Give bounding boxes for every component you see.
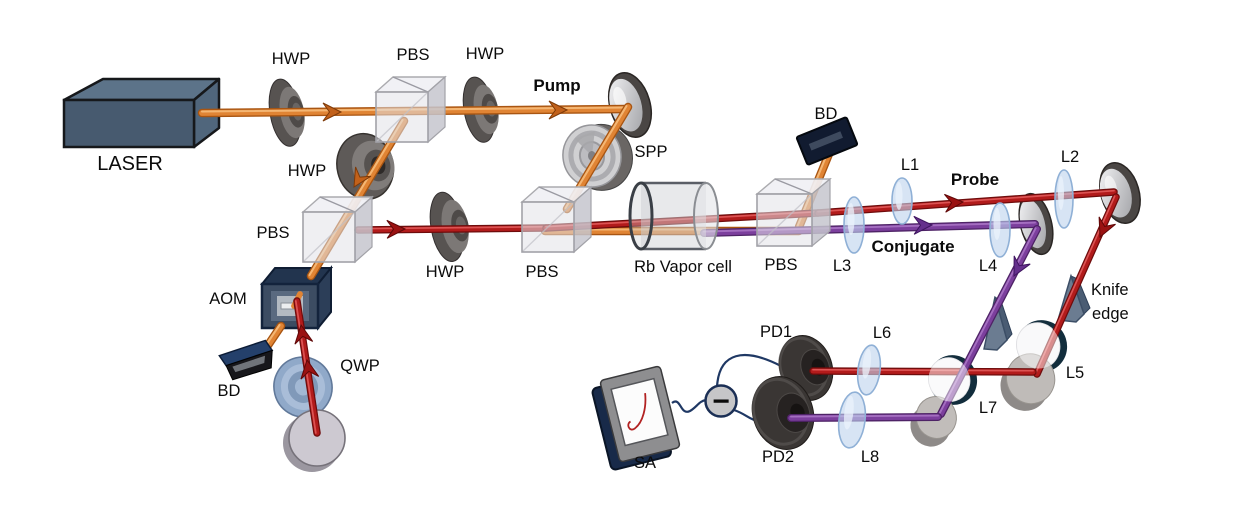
hwp1-label: HWP: [272, 50, 311, 68]
labels: LASER HWP PBS HWP Pump HWP PBS HWP PBS R…: [97, 45, 1129, 472]
rb-cell-label: Rb Vapor cell: [634, 258, 732, 276]
aom-label: AOM: [209, 290, 247, 308]
laser-label: LASER: [97, 153, 163, 175]
sa-trace: [627, 393, 647, 431]
lens-l5-face: [1016, 322, 1060, 369]
knife-edge-label-2: edge: [1092, 305, 1129, 323]
lens-l2: [1054, 169, 1074, 229]
hwp3-label: HWP: [288, 162, 327, 180]
knife-edge-label-1: Knife: [1091, 281, 1129, 299]
rb-vapor-cell: [628, 181, 719, 251]
laser: [62, 77, 221, 149]
subtractor-node: −: [704, 384, 738, 418]
bd2-label: BD: [815, 105, 838, 123]
lens-l6: [856, 344, 882, 396]
pbs2-label: PBS: [256, 224, 289, 242]
bd1-label: BD: [218, 382, 241, 400]
pd1-label: PD1: [760, 323, 792, 341]
sa-label: SA: [634, 454, 656, 472]
pd2-label: PD2: [762, 448, 794, 466]
spectrum-analyzer: [591, 365, 681, 471]
probe-beam-pd1: [809, 367, 1037, 376]
lens-l7-face: [928, 357, 970, 402]
pbs1-cube: [374, 75, 447, 144]
pbs4-cube: [755, 177, 832, 248]
pbs2-cube: [301, 195, 374, 264]
probe-beam-mid: [354, 224, 550, 234]
l1-label: L1: [901, 156, 919, 174]
aom: [259, 265, 334, 331]
pbs3-cube: [520, 185, 593, 254]
spp-label: SPP: [634, 143, 667, 161]
beam-dump-top: [795, 116, 859, 166]
beam-dump-bottom: [218, 339, 274, 381]
probe-label: Probe: [951, 170, 999, 189]
retro-mirror: [283, 409, 346, 472]
pbs4-label: PBS: [764, 256, 797, 274]
l8-label: L8: [861, 448, 879, 466]
conjugate-label: Conjugate: [871, 237, 954, 256]
lens-l8: [837, 391, 867, 449]
hwp2-label: HWP: [466, 45, 505, 63]
l2-label: L2: [1061, 148, 1079, 166]
pump-label: Pump: [533, 76, 580, 95]
qwp-label: QWP: [340, 357, 379, 375]
l6-label: L6: [873, 324, 891, 342]
pd2-detector: [751, 376, 815, 450]
pbs1-label: PBS: [396, 46, 429, 64]
lens-l4: [989, 202, 1011, 258]
l5-label: L5: [1066, 364, 1084, 382]
lens-l1: [891, 177, 913, 225]
l7-label: L7: [979, 399, 997, 417]
l4-label: L4: [979, 257, 997, 275]
pbs3-label: PBS: [525, 263, 558, 281]
l3-label: L3: [833, 257, 851, 275]
lens-l3: [843, 196, 865, 254]
minus-icon: −: [712, 385, 730, 418]
conjugate-beam-out: [700, 220, 1039, 237]
hwp4-label: HWP: [426, 263, 465, 281]
